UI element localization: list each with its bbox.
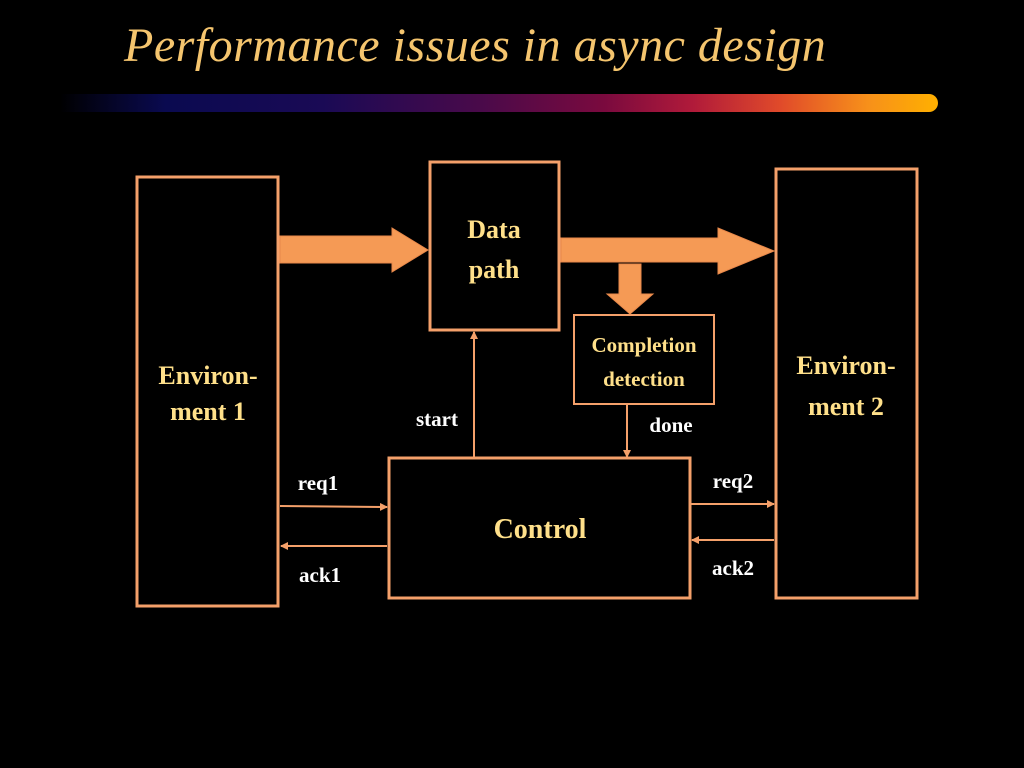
- ack2-signal-label: ack2: [712, 556, 754, 580]
- environment-2-label-line2: ment 2: [808, 392, 884, 421]
- control-label: Control: [494, 514, 587, 545]
- ack1-signal-label: ack1: [299, 563, 341, 587]
- start-signal-label: start: [416, 407, 458, 431]
- title-underline-bar: [60, 94, 938, 112]
- done-signal-label: done: [649, 413, 692, 437]
- completion-label-line2: detection: [603, 367, 685, 391]
- req2-signal-label: req2: [713, 469, 753, 493]
- environment-1-label-line2: ment 1: [170, 397, 246, 426]
- data-flow-arrow-env1-to-datapath: [279, 227, 429, 273]
- completion-detection-block: Completion detection: [573, 314, 715, 405]
- environment-2-block: Environ- ment 2: [774, 167, 919, 600]
- completion-label-line1: Completion: [592, 333, 697, 357]
- slide-title: Performance issues in async design: [124, 19, 827, 72]
- environment-2-label-line1: Environ-: [796, 351, 895, 380]
- data-flow-arrow-datapath-to-env2: [560, 227, 776, 275]
- req1-signal-label: req1: [298, 471, 338, 495]
- data-flow-arrow-to-completion: [605, 263, 655, 315]
- datapath-label-line1: Data: [467, 215, 520, 244]
- control-block: Control: [387, 456, 692, 600]
- datapath-label-line2: path: [469, 255, 520, 284]
- environment-1-label-line1: Environ-: [158, 361, 257, 390]
- environment-1-block: Environ- ment 1: [135, 175, 280, 608]
- req1-signal-wire: [279, 502, 388, 511]
- datapath-block: Data path: [428, 160, 561, 332]
